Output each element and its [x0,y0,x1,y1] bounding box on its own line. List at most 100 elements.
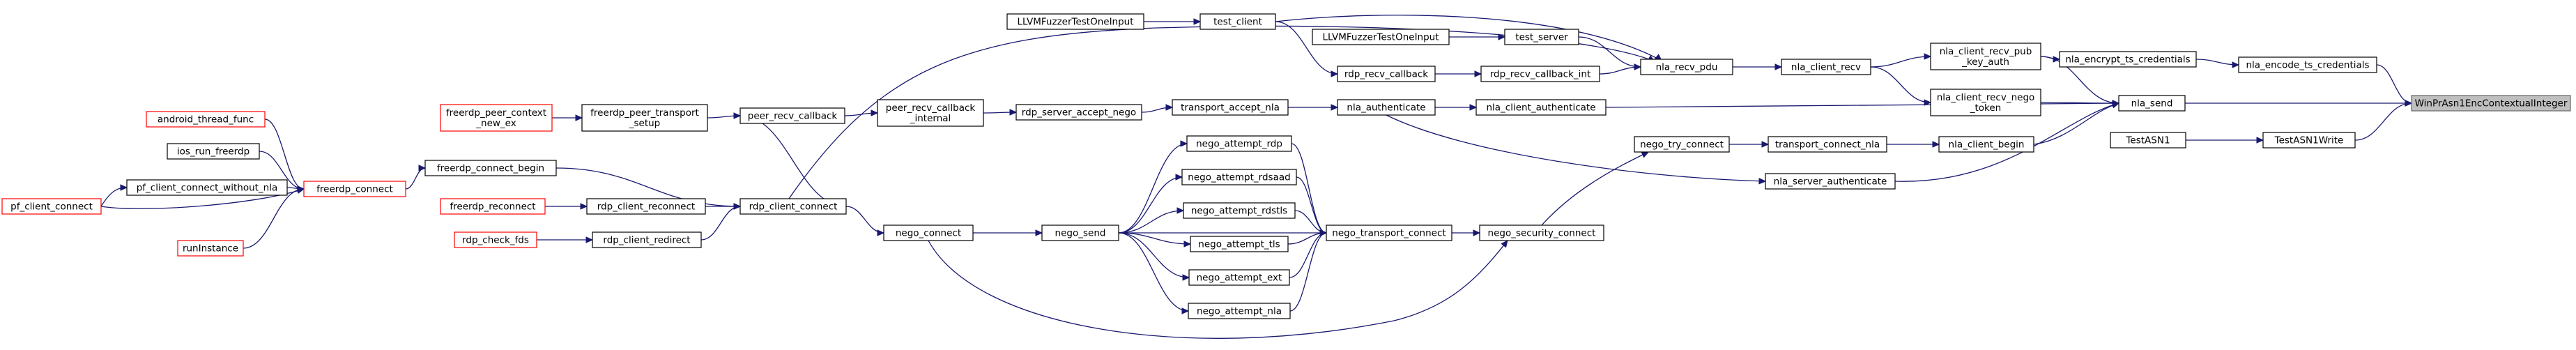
node-freerdp-reconnect[interactable]: freerdp_reconnect [440,198,546,215]
node-rdp-check-fds[interactable]: rdp_check_fds [454,231,537,248]
node-label: transport_connect_nla [1775,139,1880,151]
edge-arrowhead [1319,229,1328,236]
node-nego-send[interactable]: nego_send [1041,225,1119,241]
edge-line [1605,102,2119,108]
node-box [126,179,288,196]
node-box [2411,95,2571,112]
node-llvmfuzzertestoneinput-2[interactable]: LLVMFuzzerTestOneInput [1312,29,1450,45]
node-llvmfuzzertestoneinput-1[interactable]: LLVMFuzzerTestOneInput [1006,13,1144,30]
node-box [440,198,546,215]
node-rdp-recv-callback[interactable]: rdp_recv_callback [1337,66,1436,82]
node-nego-attempt-ext[interactable]: nego_attempt_ext [1188,269,1290,286]
edge-llvmfuzzertestoneinput-1-to-test-client [1144,18,1202,25]
node-nla-authenticate[interactable]: nla_authenticate [1337,99,1436,116]
node-box [877,99,984,127]
node-peer-recv-callback-internal[interactable]: peer_recv_callback_internal [877,99,984,127]
edge-line [2033,102,2119,145]
node-label: nego_attempt_nla [1197,306,1282,317]
node-runinstance[interactable]: runInstance [177,240,244,257]
node-box [2238,56,2377,73]
edge-line [1118,232,1190,278]
edge-line [555,167,741,207]
node-label: nego_attempt_tls [1198,239,1280,250]
node-freerdp-peer-transport-setup[interactable]: freerdp_peer_transport_setup [581,104,708,132]
edge-line [1118,232,1189,312]
node-nego-transport-connect[interactable]: nego_transport_connect [1326,225,1452,241]
node-transport-accept-nla[interactable]: transport_accept_nla [1172,99,1289,116]
node-label: peer_recv_callback [748,111,838,122]
edge-nego-send-to-nego-attempt-rdsaad [1118,174,1183,234]
node-peer-recv-callback[interactable]: peer_recv_callback [739,107,845,124]
node-nla-client-recv[interactable]: nla_client_recv [1781,59,1871,75]
node-nego-try-connect[interactable]: nego_try_connect [1634,136,1730,153]
node-rdp-server-accept-nego[interactable]: rdp_server_accept_nego [1015,104,1142,121]
node-box [1186,135,1292,152]
edge-pf-client-connect-to-pf-client-connect-without-nla [100,184,128,207]
node-rdp-client-connect[interactable]: rdp_client_connect [739,198,847,215]
node-rdp-recv-callback-int[interactable]: rdp_recv_callback_int [1480,66,1600,82]
edge-arrowhead [1761,141,1770,148]
node-label: transport_accept_nla [1181,102,1280,114]
node-label: _key_auth [1961,56,2009,68]
node-nego-attempt-tls[interactable]: nego_attempt_tls [1190,236,1289,252]
node-box [1041,225,1119,241]
node-rdp-client-reconnect[interactable]: rdp_client_reconnect [586,198,706,215]
node-transport-connect-nla[interactable]: transport_connect_nla [1768,136,1887,153]
node-nego-attempt-rdsaad[interactable]: nego_attempt_rdsaad [1181,169,1297,185]
node-test-server[interactable]: test_server [1504,29,1579,45]
node-label: nla_authenticate [1347,102,1425,114]
node-nla-client-authenticate[interactable]: nla_client_authenticate [1475,99,1607,116]
edge-arrowhead [575,114,583,121]
edge-arrowhead [1758,177,1767,185]
node-freerdp-connect[interactable]: freerdp_connect [303,181,406,197]
node-nego-attempt-nla[interactable]: nego_attempt_nla [1188,303,1291,319]
node-box [1480,66,1600,82]
node-box [1768,136,1887,153]
edge-line [1541,151,1649,226]
edge-test-server-to-nla-recv-pdu [1578,36,1642,70]
node-testasn1[interactable]: TestASN1 [2110,132,2186,149]
node-nego-security-connect[interactable]: nego_security_connect [1479,225,1604,241]
node-nla-client-begin[interactable]: nla_client_begin [1938,136,2034,153]
node-nla-recv-pdu[interactable]: nla_recv_pdu [1640,59,1733,75]
node-label: TestASN1Write [2274,135,2344,146]
node-label: nla_client_recv [1791,62,1861,73]
node-label: runInstance [183,243,238,254]
node-label: nego_attempt_rdstls [1191,206,1287,217]
node-nla-server-authenticate[interactable]: nla_server_authenticate [1765,173,1896,190]
node-android-thread-func[interactable]: android_thread_func [146,111,266,128]
node-label: rdp_client_connect [749,201,838,213]
node-pf-client-connect[interactable]: pf_client_connect [1,198,102,215]
node-nego-attempt-rdstls[interactable]: nego_attempt_rdstls [1183,202,1296,219]
node-nla-client-recv-nego-token[interactable]: nla_client_recv_nego_token [1930,89,2041,116]
node-box [1930,89,2041,116]
node-nla-encode-ts-credentials[interactable]: nla_encode_ts_credentials [2238,56,2377,73]
edge-nego-send-to-nego-attempt-rdp [1118,140,1188,234]
node-nego-attempt-rdp[interactable]: nego_attempt_rdp [1186,135,1292,152]
edge-line [243,188,305,249]
edge-arrowhead [2053,56,2061,63]
edge-line [1118,210,1184,234]
node-rdp-client-redirect[interactable]: rdp_client_redirect [592,231,702,248]
node-test-client[interactable]: test_client [1199,13,1276,30]
node-freerdp-peer-context-new-ex[interactable]: freerdp_peer_context_new_ex [440,104,553,132]
node-nla-client-recv-pub-key-auth[interactable]: nla_client_recv_pub_key_auth [1930,43,2041,70]
edge-arrowhead [1932,141,1940,148]
node-nla-encrypt-ts-credentials[interactable]: nla_encrypt_ts_credentials [2059,51,2197,68]
node-freerdp-connect-begin[interactable]: freerdp_connect_begin [424,160,557,176]
node-ios-run-freerdp[interactable]: ios_run_freerdp [167,143,260,160]
node-nego-connect[interactable]: nego_connect [883,225,974,241]
node-pf-client-connect-without-nla[interactable]: pf_client_connect_without_nla [126,179,288,196]
node-nla-send[interactable]: nla_send [2118,95,2186,112]
edge-arrowhead [1182,274,1190,281]
node-winprasn1enccontextualinteger[interactable]: WinPrAsn1EncContextualInteger [2411,95,2571,112]
node-box [1199,13,1276,30]
node-testasn1write[interactable]: TestASN1Write [2262,132,2356,149]
edge-transport-connect-nla-to-nla-client-begin [1887,141,1940,148]
edge-line [405,167,426,190]
edge-line [1870,56,1931,68]
node-box [1,198,102,215]
node-box [146,111,266,128]
node-label: nla_encrypt_ts_credentials [2065,54,2190,66]
node-label: nla_client_recv_nego [1937,92,2035,103]
